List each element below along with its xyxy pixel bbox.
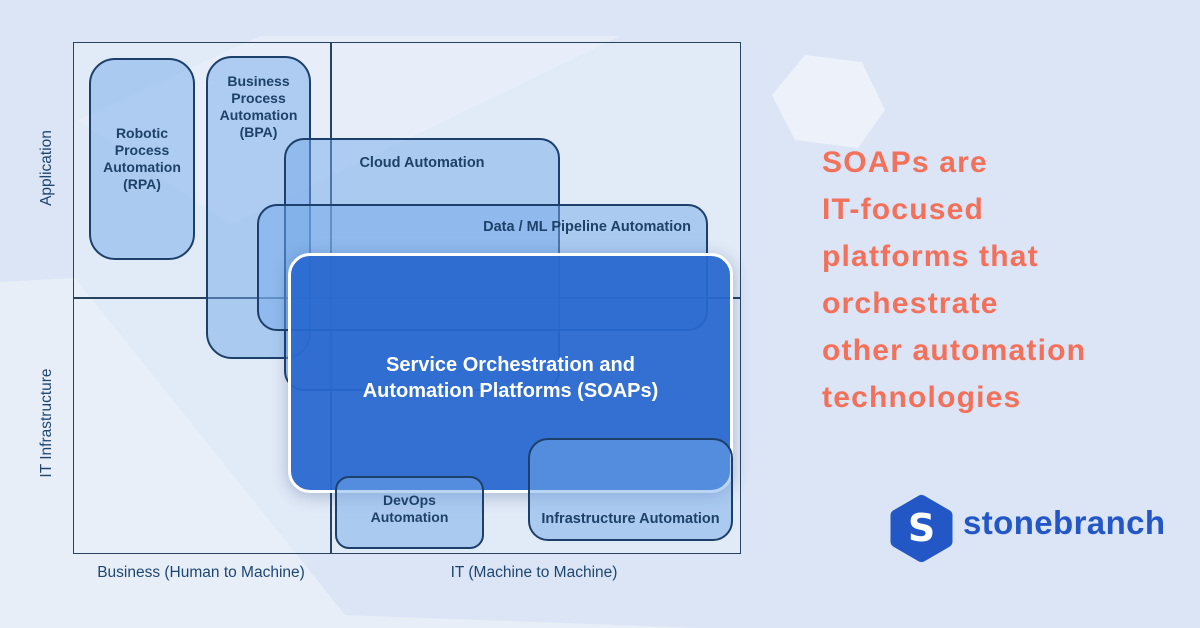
stonebranch-logo: S stonebranch bbox=[890, 494, 1170, 564]
headline-line: SOAPs are bbox=[822, 146, 988, 179]
box-devops-automation-label: DevOps Automation bbox=[370, 492, 449, 525]
headline-line: technologies bbox=[822, 381, 1022, 414]
box-infrastructure-automation: Infrastructure Automation bbox=[528, 438, 733, 541]
logo-letter: S bbox=[908, 506, 935, 550]
box-devops-automation: DevOps Automation bbox=[335, 476, 484, 549]
box-rpa-label: Robotic Process Automation (RPA) bbox=[103, 125, 181, 192]
y-axis-label-it-infrastructure: IT Infrastructure bbox=[38, 368, 55, 478]
headline-line: platforms that bbox=[822, 240, 1039, 273]
decor-polygon-top-right bbox=[772, 55, 885, 148]
box-bpa-label: Business Process Automation (BPA) bbox=[219, 73, 298, 140]
box-data-ml-pipeline-automation-label: Data / ML Pipeline Automation bbox=[483, 219, 691, 235]
y-axis-label-application: Application bbox=[38, 130, 55, 206]
headline: SOAPs are IT-focused platforms that orch… bbox=[822, 139, 1182, 421]
box-infrastructure-automation-label: Infrastructure Automation bbox=[541, 511, 720, 527]
headline-line: orchestrate bbox=[822, 287, 999, 320]
stonebranch-hexagon-icon: S bbox=[890, 495, 953, 562]
box-soap-label: Service Orchestration and Automation Pla… bbox=[362, 354, 659, 402]
quadrant-chart: Robotic Process Automation (RPA) Busines… bbox=[73, 42, 741, 554]
logo-wordmark: stonebranch bbox=[963, 504, 1166, 541]
headline-line: other automation bbox=[822, 334, 1087, 367]
headline-line: IT-focused bbox=[822, 193, 985, 226]
x-axis-label-it: IT (Machine to Machine) bbox=[450, 564, 618, 581]
box-rpa: Robotic Process Automation (RPA) bbox=[89, 58, 195, 260]
box-cloud-automation-label: Cloud Automation bbox=[359, 155, 485, 171]
x-axis-label-business: Business (Human to Machine) bbox=[97, 564, 305, 581]
decor-polygon-bottom-left bbox=[0, 278, 700, 628]
